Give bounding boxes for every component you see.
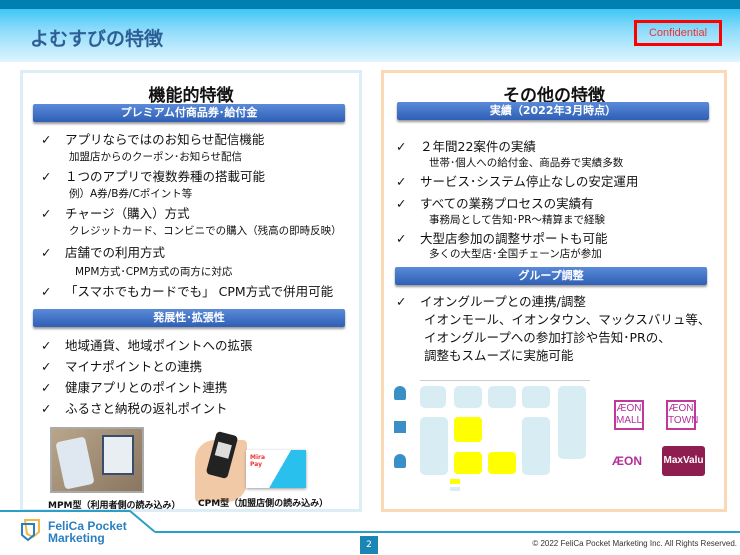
page-title: よむすびの特徴 [30, 28, 164, 50]
check-icon: ✓ [41, 169, 52, 184]
list-item: ✓ １つのアプリで複数券種の搭載可能 [41, 166, 265, 185]
item-text: 「スマホでもカードでも」 CPM方式で併用可能 [65, 284, 334, 299]
list-item: ✓ 健康アプリとのポイント連携 [41, 377, 227, 396]
footer-divider [0, 510, 156, 533]
item-text: アプリならではのお知らせ配信機能 [65, 132, 265, 147]
confidential-label: Confidential [634, 20, 722, 46]
item-sub: 例）A券/B券/Cポイント等 [69, 188, 193, 200]
item-text: マイナポイントとの連携 [65, 359, 203, 374]
list-item: ✓ マイナポイントとの連携 [41, 356, 202, 375]
functional-features-panel: 機能的特徴 プレミアム付商品券･給付金 ✓ アプリならではのお知らせ配信機能 加盟… [20, 70, 362, 512]
brand-line: FeliCa Pocket [48, 519, 127, 533]
aeon-logo: ÆON [612, 454, 642, 468]
check-icon: ✓ [396, 294, 407, 309]
item-sub: 事務局として告知･PR～精算まで経験 [429, 214, 606, 226]
header-top-bar [0, 0, 740, 9]
check-icon: ✓ [41, 338, 52, 353]
check-icon: ✓ [396, 139, 407, 154]
item-sub: イオンモール、イオンタウン、マックスバリュ等、 [424, 312, 711, 327]
item-text: 健康アプリとのポイント連携 [65, 380, 228, 395]
check-icon: ✓ [41, 284, 52, 299]
check-icon: ✓ [396, 231, 407, 246]
check-icon: ✓ [396, 174, 407, 189]
item-text: 店舗での利用方式 [65, 245, 166, 260]
list-item: ✓ 地域通貨、地域ポイントへの拡張 [41, 335, 253, 354]
list-item: ✓ イオングループとの連携/調整 [396, 291, 586, 310]
item-sub: 世帯･個人への給付金、商品券で実績多数 [429, 157, 624, 169]
section-extensibility: 発展性･拡張性 [33, 309, 345, 327]
check-icon: ✓ [41, 380, 52, 395]
list-item: ✓ すべての業務プロセスの実績有 [396, 193, 594, 212]
header-band [0, 9, 740, 62]
page-number: 2 [360, 536, 378, 554]
phone-image [55, 436, 95, 490]
item-text: １つのアプリで複数券種の搭載可能 [65, 169, 266, 184]
check-icon: ✓ [41, 245, 52, 260]
check-icon: ✓ [41, 132, 52, 147]
item-text: 大型店参加の調整サポートも可能 [420, 231, 608, 246]
item-text: チャージ（購入）方式 [65, 206, 190, 221]
item-text: ２年間22案件の実績 [420, 139, 536, 154]
panel-title: 機能的特徴 [148, 86, 234, 106]
caption-mpm: MPM型（利用者側の読み込み） [48, 501, 181, 511]
item-sub: 多くの大型店･全国チェーン店が参加 [429, 248, 602, 260]
item-sub: イオングループへの参加打診や告知･PRの、 [424, 330, 671, 345]
panel-title: その他の特徴 [503, 86, 605, 106]
list-item: ✓ 大型店参加の調整サポートも可能 [396, 228, 608, 247]
check-icon: ✓ [41, 206, 52, 221]
check-icon: ✓ [41, 359, 52, 374]
copyright: © 2022 FeliCa Pocket Marketing Inc. All … [532, 539, 737, 548]
card-brand: Mira Pay [250, 454, 266, 468]
footer-line [155, 531, 740, 533]
business-process-diagram [390, 371, 595, 491]
item-sub: 調整もスムーズに実施可能 [424, 348, 574, 363]
maxvalu-logo: MaxValu [662, 446, 705, 476]
item-sub: 加盟店からのクーポン･お知らせ配信 [69, 151, 243, 163]
mirapay-card: Mira Pay [246, 450, 306, 488]
item-text: サービス･システム停止なしの安定運用 [420, 174, 639, 189]
item-text: 地域通貨、地域ポイントへの拡張 [65, 338, 253, 353]
item-text: ふるさと納税の返礼ポイント [65, 401, 228, 416]
section-track-record: 実績（2022年3月時点） [397, 102, 709, 120]
item-text: すべての業務プロセスの実績有 [420, 196, 594, 211]
list-item: ✓ アプリならではのお知らせ配信機能 [41, 129, 264, 148]
caption-cpm: CPM型（加盟店側の読み込み） [198, 499, 329, 509]
item-sub: クレジットカード、コンビニでの購入（残高の即時反映） [69, 225, 342, 237]
qr-stand-image [102, 435, 134, 475]
item-sub: MPM方式･CPM方式の両方に対応 [75, 266, 233, 278]
check-icon: ✓ [396, 196, 407, 211]
list-item: ✓ ふるさと納税の返礼ポイント [41, 398, 228, 417]
list-item: ✓ ２年間22案件の実績 [396, 136, 536, 155]
aeon-town-logo: ÆON TOWN [666, 400, 698, 430]
aeon-mall-logo: ÆON MALL [614, 400, 644, 430]
brand-line: Marketing [48, 531, 105, 545]
list-item: ✓ 店舗での利用方式 [41, 242, 165, 261]
list-item: ✓ 「スマホでもカードでも」 CPM方式で併用可能 [41, 281, 333, 300]
section-premium-voucher: プレミアム付商品券･給付金 [33, 104, 345, 122]
list-item: ✓ チャージ（購入）方式 [41, 203, 190, 222]
felica-shield-icon [21, 519, 40, 542]
list-item: ✓ サービス･システム停止なしの安定運用 [396, 171, 638, 190]
section-group-coordination: グループ調整 [395, 267, 707, 285]
mpm-photo [50, 427, 144, 493]
item-text: イオングループとの連携/調整 [420, 294, 586, 309]
check-icon: ✓ [41, 401, 52, 416]
other-features-panel: その他の特徴 実績（2022年3月時点） ✓ ２年間22案件の実績 世帯･個人への… [381, 70, 727, 512]
